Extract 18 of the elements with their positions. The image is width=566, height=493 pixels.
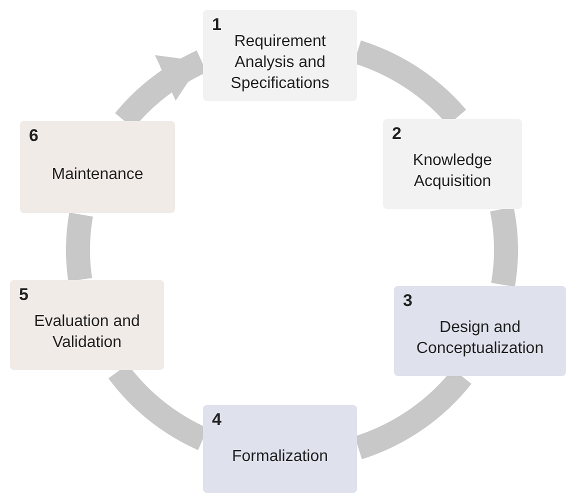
step-number: 6: [29, 126, 38, 146]
step-number: 3: [403, 291, 412, 311]
step-box: [394, 286, 566, 376]
step-label: Design and Conceptualization: [415, 318, 545, 359]
step-box: [203, 405, 357, 493]
step-box: [203, 10, 357, 101]
step-number: 2: [392, 124, 402, 144]
step-box: [20, 121, 175, 213]
step-number: 1: [212, 15, 222, 35]
step-label: Knowledge Acquisition: [412, 151, 494, 192]
step-label: Formalization: [232, 446, 328, 466]
step-label: Evaluation and Validation: [33, 312, 141, 353]
step-number: 5: [19, 285, 28, 305]
step-label: Requirement Analysis and Specifications: [230, 32, 330, 94]
step-box: [383, 119, 522, 209]
step-label: Maintenance: [52, 164, 144, 184]
step-box: [10, 280, 164, 370]
step-number: 4: [212, 410, 222, 430]
